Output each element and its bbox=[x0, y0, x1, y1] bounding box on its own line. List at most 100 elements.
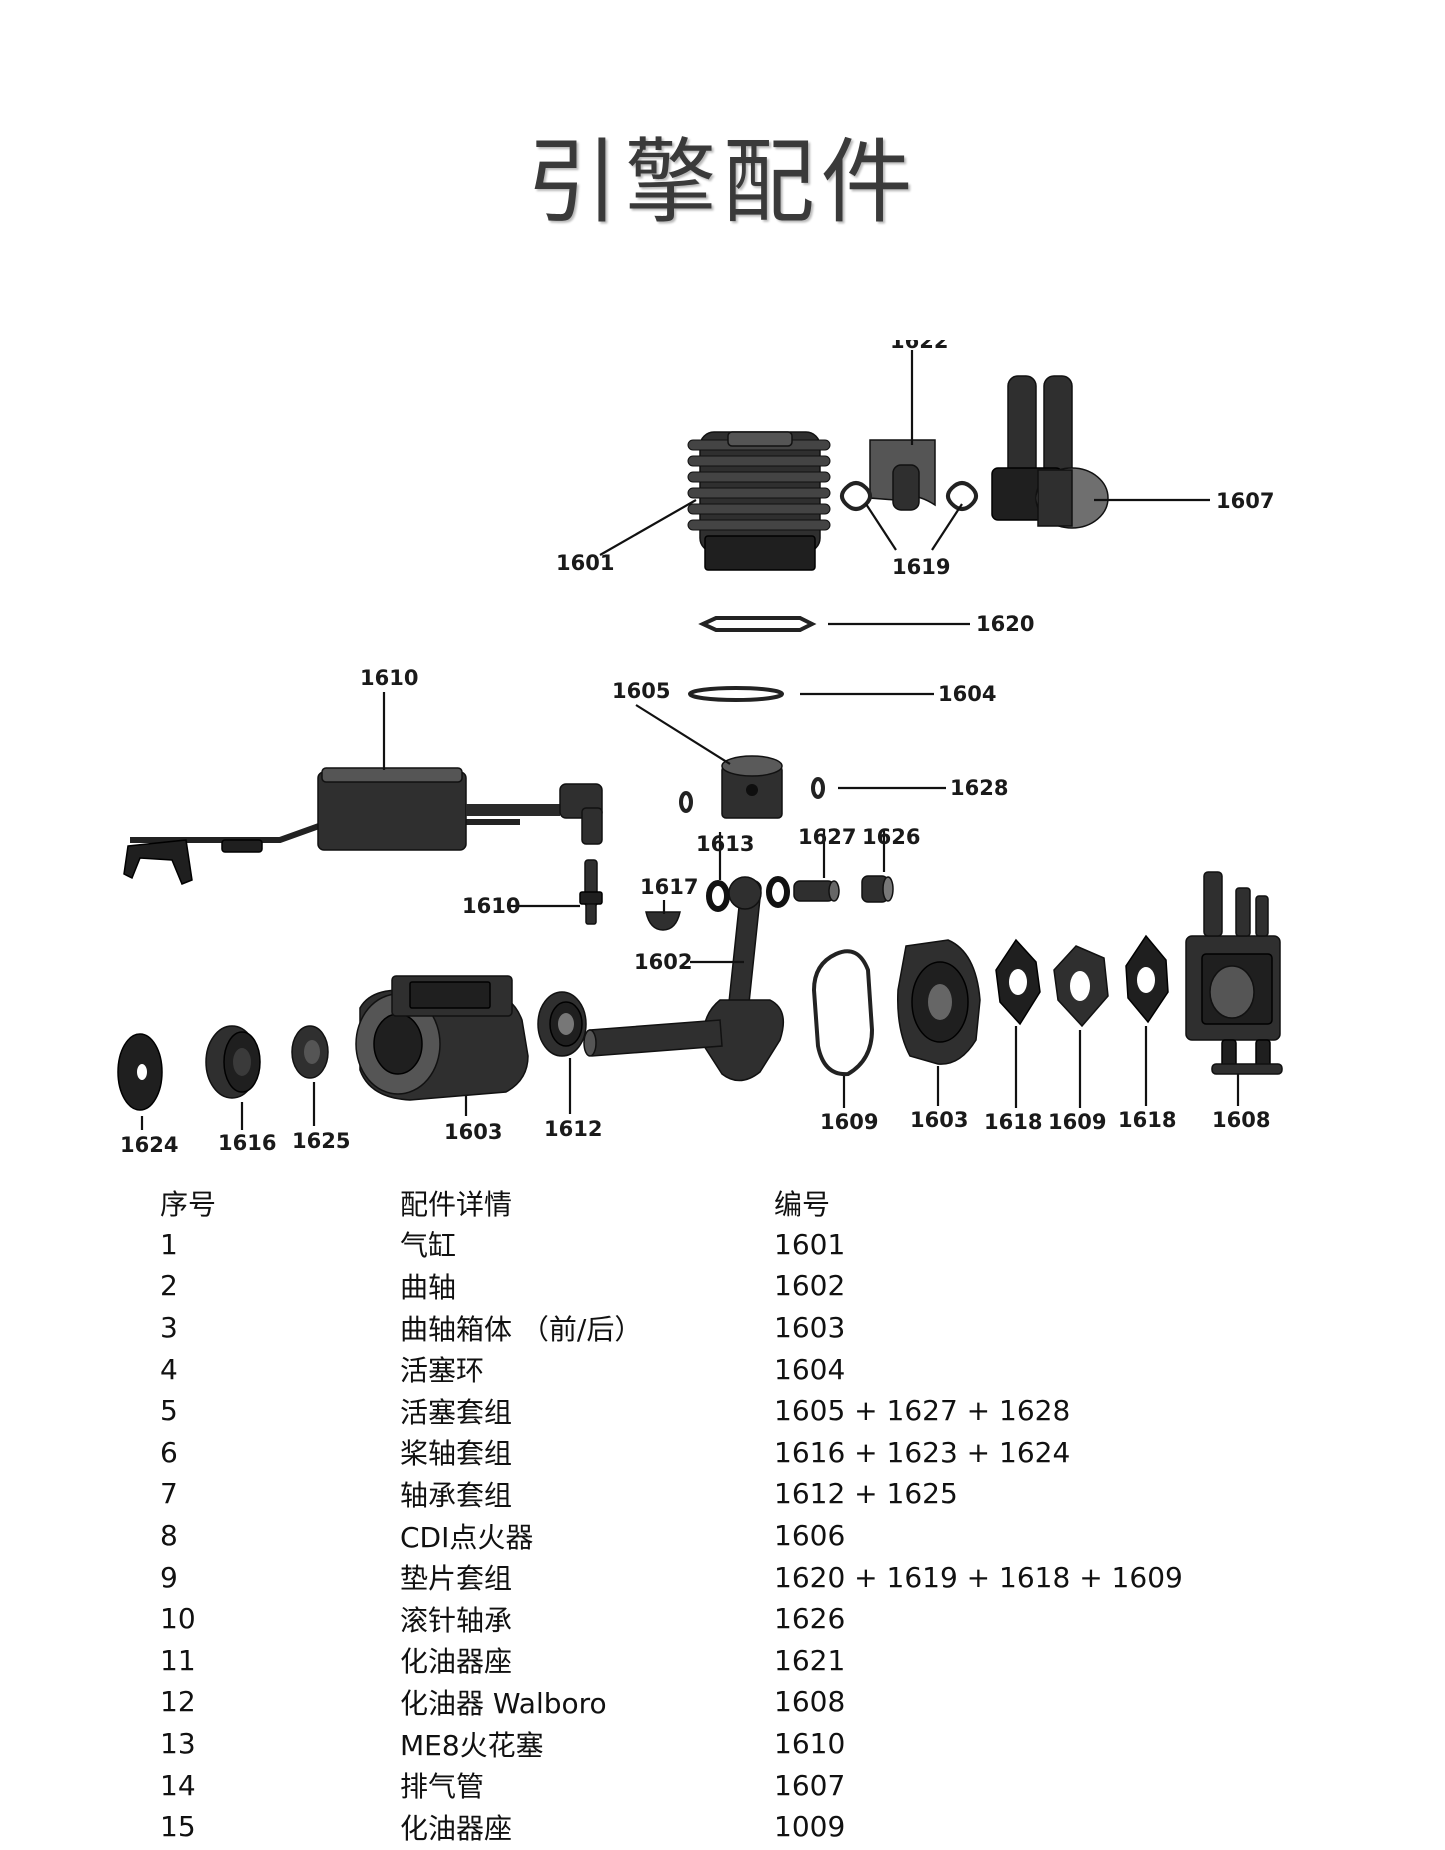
rear-crankcase-part bbox=[897, 939, 981, 1065]
row-index: 4 bbox=[160, 1352, 178, 1386]
table-row: 14 排气管 1607 bbox=[160, 1764, 1294, 1806]
table-row: 8 CDI点火器 1606 bbox=[160, 1515, 1294, 1557]
callout-1612: 1612 bbox=[544, 1117, 602, 1141]
row-part-number: 1604 bbox=[774, 1352, 846, 1386]
row-part-number: 1612 + 1625 bbox=[774, 1477, 958, 1511]
callout-1609-right: 1609 bbox=[1048, 1110, 1106, 1134]
front-bearing-part bbox=[291, 1025, 329, 1079]
callout-1624: 1624 bbox=[120, 1133, 178, 1157]
table-row: 4 活塞环 1604 bbox=[160, 1348, 1294, 1390]
header-index: 序号 bbox=[160, 1187, 217, 1221]
row-part-name: 化油器 Walboro bbox=[400, 1686, 607, 1720]
callout-1608: 1608 bbox=[1212, 1108, 1270, 1132]
table-row: 5 活塞套组 1605 + 1627 + 1628 bbox=[160, 1390, 1294, 1432]
carb-spacer-part bbox=[1053, 945, 1109, 1028]
header-part-name: 配件详情 bbox=[400, 1187, 513, 1221]
callout-1620: 1620 bbox=[976, 612, 1034, 636]
callout-1609-left: 1609 bbox=[820, 1110, 878, 1134]
main-bearing-part bbox=[537, 991, 587, 1057]
row-part-number: 1602 bbox=[774, 1269, 846, 1303]
row-index: 10 bbox=[160, 1602, 196, 1636]
callout-1619: 1619 bbox=[892, 555, 950, 579]
table-row: 2 曲轴 1602 bbox=[160, 1265, 1294, 1307]
row-part-number: 1621 bbox=[774, 1643, 846, 1677]
carb-gasket-left bbox=[995, 938, 1041, 1026]
callout-1627: 1627 bbox=[798, 825, 856, 849]
row-part-name: 化油器座 bbox=[400, 1645, 513, 1679]
thrust-washer-right bbox=[766, 876, 790, 908]
spark-plug-part bbox=[579, 859, 603, 925]
callout-1616: 1616 bbox=[218, 1131, 276, 1155]
piston-pin-part bbox=[793, 880, 840, 902]
row-index: 5 bbox=[160, 1394, 178, 1428]
callout-labels: 1622 1607 1601 1619 1620 1610 1605 1604 … bbox=[120, 340, 1274, 1157]
piston-part bbox=[721, 755, 783, 819]
row-index: 14 bbox=[160, 1768, 196, 1802]
callout-1605: 1605 bbox=[612, 679, 670, 703]
row-part-name: 曲轴 bbox=[400, 1270, 457, 1304]
row-part-name: 曲轴箱体 （前/后） bbox=[400, 1312, 643, 1346]
row-index: 1 bbox=[160, 1227, 178, 1261]
row-part-name: 排气管 bbox=[400, 1770, 485, 1804]
row-part-name: 滚针轴承 bbox=[400, 1603, 513, 1637]
row-part-number: 1607 bbox=[774, 1768, 846, 1802]
row-index: 6 bbox=[160, 1435, 178, 1469]
woodruff-key-part bbox=[645, 911, 681, 931]
callout-1603-front: 1603 bbox=[444, 1120, 502, 1144]
callout-1610-cdi: 1610 bbox=[360, 666, 418, 690]
row-part-name: 桨轴套组 bbox=[400, 1437, 513, 1471]
callout-1618-right: 1618 bbox=[1118, 1108, 1176, 1132]
page-title: 引擎配件 bbox=[526, 129, 919, 236]
row-part-number: 1626 bbox=[774, 1602, 846, 1636]
row-part-name: 活塞套组 bbox=[400, 1395, 513, 1429]
row-index: 3 bbox=[160, 1311, 178, 1345]
front-crankcase-part bbox=[355, 975, 529, 1101]
callout-1622: 1622 bbox=[890, 340, 948, 353]
table-row: 7 轴承套组 1612 + 1625 bbox=[160, 1473, 1294, 1515]
carb-gasket-right bbox=[1125, 934, 1169, 1024]
prop-drive-part bbox=[205, 1025, 261, 1099]
cylinder-part bbox=[687, 431, 831, 571]
row-part-number: 1605 + 1627 + 1628 bbox=[774, 1394, 1071, 1428]
row-index: 12 bbox=[160, 1685, 196, 1719]
row-index: 15 bbox=[160, 1810, 196, 1844]
callout-1626: 1626 bbox=[862, 825, 920, 849]
header-part-number: 编号 bbox=[774, 1187, 831, 1221]
piston-ring-part bbox=[688, 686, 784, 702]
cylinder-base-gasket bbox=[698, 616, 817, 632]
callout-1625: 1625 bbox=[292, 1129, 350, 1153]
exhaust-pipe-part bbox=[991, 375, 1109, 529]
row-part-number: 1009 bbox=[774, 1810, 846, 1844]
exploded-engine-diagram: 1622 1607 1601 1619 1620 1610 1605 1604 … bbox=[117, 340, 1283, 1157]
circlip-right bbox=[811, 777, 825, 799]
prop-hub-part bbox=[117, 1033, 163, 1111]
row-part-number: 1606 bbox=[774, 1519, 846, 1553]
callout-1607: 1607 bbox=[1216, 489, 1274, 513]
row-part-name: ME8火花塞 bbox=[400, 1728, 544, 1762]
row-index: 9 bbox=[160, 1560, 178, 1594]
cdi-ignition-part bbox=[123, 767, 603, 885]
leader-lines bbox=[140, 350, 1240, 1130]
row-index: 7 bbox=[160, 1477, 178, 1511]
callout-1604: 1604 bbox=[938, 682, 996, 706]
heat-shield-part bbox=[869, 439, 936, 511]
row-part-name: 活塞环 bbox=[400, 1354, 485, 1388]
callout-1628: 1628 bbox=[950, 776, 1008, 800]
callout-1613: 1613 bbox=[696, 832, 754, 856]
row-part-name: CDI点火器 bbox=[400, 1520, 534, 1554]
callout-1603-rear: 1603 bbox=[910, 1108, 968, 1132]
row-part-name: 垫片套组 bbox=[400, 1562, 513, 1596]
thrust-washer-left bbox=[706, 880, 730, 912]
table-header-row: 序号 配件详情 编号 bbox=[160, 1182, 1294, 1224]
row-part-name: 轴承套组 bbox=[400, 1478, 513, 1512]
row-index: 8 bbox=[160, 1519, 178, 1553]
crankshaft-part bbox=[583, 876, 785, 1082]
row-index: 2 bbox=[160, 1269, 178, 1303]
